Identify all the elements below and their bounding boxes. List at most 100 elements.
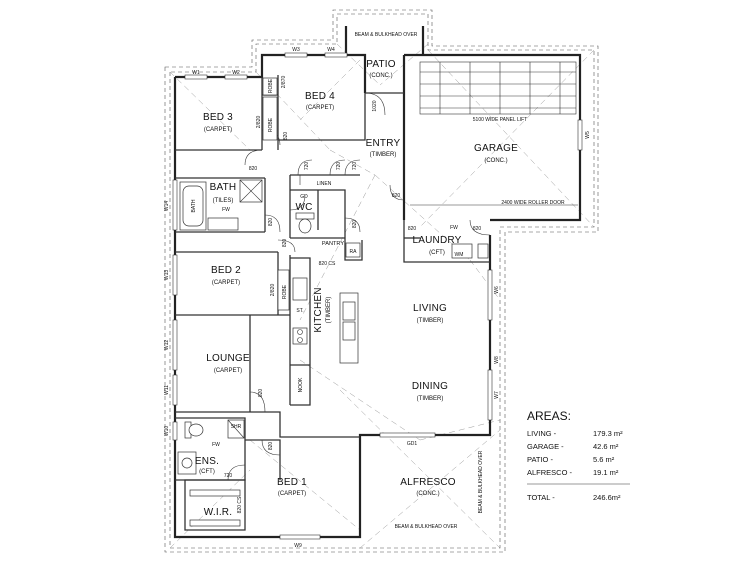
window-w2: W2 xyxy=(232,70,240,76)
kitchen-cooktop xyxy=(292,327,308,345)
fixtures xyxy=(177,77,489,527)
st-label: ST. xyxy=(296,308,303,314)
door-820-bath: 820 xyxy=(268,218,274,227)
windows xyxy=(172,52,583,540)
door-820-laundry-b: 820 xyxy=(473,226,482,232)
wc-toilet-bowl xyxy=(298,218,312,234)
room-labels: BED 3 (CARPET) BED 4 (CARPET) PATIO (CON… xyxy=(195,59,518,518)
laundry-trough xyxy=(477,243,489,259)
room-bed1-finish: (CARPET) xyxy=(278,491,306,497)
door-2x820-bed3: 2/820 xyxy=(256,116,262,129)
room-wir-name: W.I.R. xyxy=(204,507,232,518)
beam-label-bottom: BEAM & BULKHEAD OVER xyxy=(395,524,458,530)
robe-bed2 xyxy=(277,269,290,311)
door-820-lounge: 820 xyxy=(258,389,264,398)
window-w9: W9 xyxy=(294,543,302,549)
door-820-garage: 820 xyxy=(392,193,401,199)
robe-label-bed2: ROBE xyxy=(282,284,288,299)
room-entry-name: ENTRY xyxy=(366,138,401,149)
window-w14: W14 xyxy=(164,201,170,212)
washing-machine-space xyxy=(451,243,473,259)
wir-shelf xyxy=(189,489,241,497)
room-nook-name: NOOK xyxy=(298,377,304,392)
door-820-bed4: 820 xyxy=(283,132,289,141)
roof-hip-lines xyxy=(169,43,595,549)
robe-bed3 xyxy=(262,96,278,141)
room-laundry-finish: (CFT) xyxy=(429,250,445,256)
window-w12: W12 xyxy=(164,340,170,351)
door-2x820-bed2: 2/820 xyxy=(270,284,276,297)
areas-row-value: 5.6 m² xyxy=(593,455,615,464)
door-720-linen: 720 xyxy=(304,162,310,171)
bath-fixture-label: BATH xyxy=(191,199,197,212)
robe-label-bed3: ROBE xyxy=(268,117,274,132)
door-720-wir: 720 xyxy=(224,473,233,479)
door-820-pantry: 820 xyxy=(352,220,358,229)
window-w3: W3 xyxy=(292,47,300,53)
door-720-linen-2: 720 xyxy=(336,162,342,171)
room-kitchen-finish: (TIMBER) xyxy=(326,297,332,324)
room-laundry-name: LAUNDRY xyxy=(412,235,461,246)
door-820cs-wir: 820 CS xyxy=(237,496,243,513)
room-living-finish: (TIMBER) xyxy=(417,318,444,324)
room-bed1-name: BED 1 xyxy=(277,477,307,488)
room-ens-name: ENS. xyxy=(195,456,219,467)
window-w11: W11 xyxy=(164,385,170,395)
door-2x870-bed4: 2/870 xyxy=(281,76,287,89)
room-bed3-name: BED 3 xyxy=(203,112,233,123)
room-ens-finish: (CFT) xyxy=(199,469,215,475)
window-w1: W1 xyxy=(192,70,200,76)
bath-vanity xyxy=(207,217,239,231)
areas-row-label: PATIO - xyxy=(527,455,553,464)
window-w5: W5 xyxy=(585,131,591,139)
room-kitchen-name: KITCHEN xyxy=(313,287,324,332)
fw-label-laundry: FW xyxy=(450,225,458,231)
room-alfresco-finish: (CONC.) xyxy=(416,491,439,497)
room-dining-finish: (TIMBER) xyxy=(417,396,444,402)
roller-door-label: 2400 WIDE ROLLER DOOR xyxy=(501,200,565,206)
robe-bed4 xyxy=(262,77,278,96)
areas-row-label: LIVING - xyxy=(527,429,557,438)
beam-label-side: BEAM & BULKHEAD OVER xyxy=(478,450,484,513)
room-dining-name: DINING xyxy=(412,381,448,392)
room-bed4-finish: (CARPET) xyxy=(306,105,334,111)
room-bath-name: BATH xyxy=(210,182,237,193)
areas-row-value: 42.6 m² xyxy=(593,442,619,451)
areas-total-value: 246.6m² xyxy=(593,493,621,502)
annotations: BEAM & BULKHEAD OVER BEAM & BULKHEAD OVE… xyxy=(164,32,591,549)
window-w10: W10 xyxy=(164,426,170,437)
panel-lift-label: 5100 WIDE PANEL LIFT xyxy=(473,117,527,123)
room-patio-finish: (CONC.) xyxy=(369,73,392,79)
gd1-label: GD1 xyxy=(407,441,418,447)
door-820cs-kitchen: 820 CS xyxy=(319,261,336,267)
room-lounge-name: LOUNGE xyxy=(206,353,250,364)
gd-label: GD xyxy=(300,194,308,200)
room-bath-finish: (TILES) xyxy=(213,198,234,204)
room-living-name: LIVING xyxy=(413,303,447,314)
areas-table: AREAS: LIVING - 179.3 m² GARAGE - 42.6 m… xyxy=(527,409,630,502)
robe-label-bed4: ROBE xyxy=(268,78,274,93)
areas-row-label: GARAGE - xyxy=(527,442,564,451)
beam-label-top: BEAM & BULKHEAD OVER xyxy=(355,32,418,38)
wm-label: WM xyxy=(455,252,464,258)
door-820-bed3: 820 xyxy=(249,166,258,172)
areas-title: AREAS: xyxy=(527,409,571,423)
window-w7: W7 xyxy=(494,391,500,399)
areas-row-value: 19.1 m² xyxy=(593,468,619,477)
areas-total-label: TOTAL - xyxy=(527,493,555,502)
window-w6: W6 xyxy=(494,286,500,294)
room-entry-finish: (TIMBER) xyxy=(370,152,397,158)
room-alfresco-name: ALFRESCO xyxy=(400,477,456,488)
room-patio-name: PATIO xyxy=(366,59,396,70)
room-wc-name: WC xyxy=(295,202,312,213)
door-820-wc: 820 xyxy=(282,239,288,248)
wc-toilet-cistern xyxy=(295,212,315,220)
ra-label: RA xyxy=(350,249,358,255)
room-bed4-name: BED 4 xyxy=(305,91,335,102)
window-w4: W4 xyxy=(327,47,335,53)
fw-label-ens: FW xyxy=(212,442,220,448)
door-720-linen-3: 720 xyxy=(352,162,358,171)
room-bed3-finish: (CARPET) xyxy=(204,127,232,133)
room-bed2-finish: (CARPET) xyxy=(212,280,240,286)
